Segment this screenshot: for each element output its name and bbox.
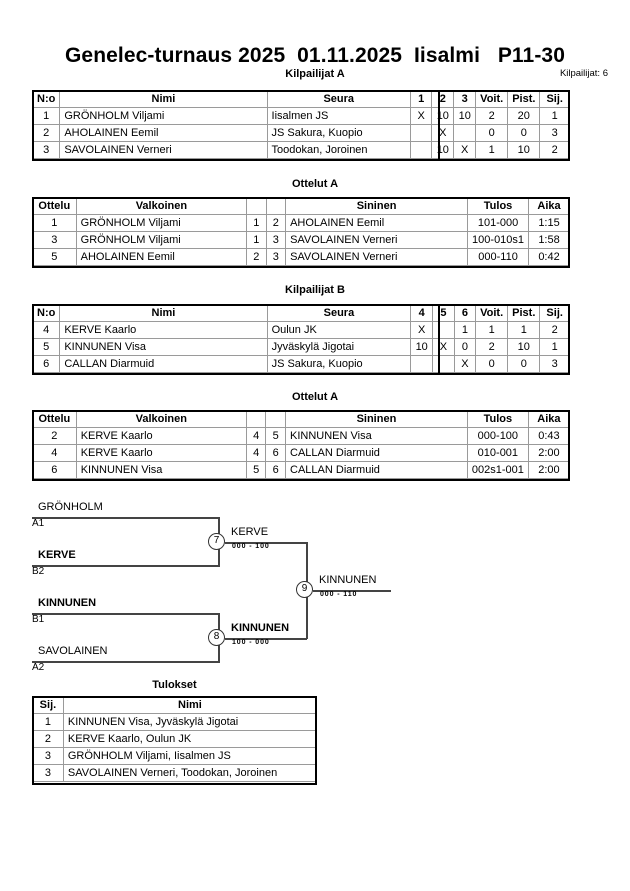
col-header-name: Nimi <box>62 696 318 714</box>
cell-result: 000-100 <box>466 427 529 445</box>
cell-blue-no: 3 <box>265 248 287 266</box>
caption-matches-b: Ottelut A <box>291 391 339 403</box>
table-header-row: Sij.Nimi <box>32 696 318 714</box>
bracket-line-entry-3 <box>32 661 220 663</box>
cell-rank: 3 <box>32 764 64 782</box>
cell-result: 101-000 <box>467 214 530 232</box>
cell-white-player: AHOLAINEN Eemil <box>75 248 248 266</box>
cell-wins: 1 <box>475 141 509 159</box>
bracket-match-number-8: 8 <box>208 629 225 646</box>
bracket-entry-name-1: KERVE <box>38 549 76 561</box>
bracket-match-number-9: 9 <box>296 581 313 598</box>
caption-pool-b: Kilpailijat B <box>285 284 345 296</box>
cell-points: 20 <box>507 107 541 125</box>
bracket-final-winner: KINNUNEN <box>319 574 377 586</box>
bracket-line-final <box>313 590 391 592</box>
bracket-line-semifinal-2 <box>225 638 307 640</box>
entrant-count-label: Kilpailijat: 6 <box>559 68 608 79</box>
cell-club: JS Sakura, Kuopio <box>266 124 411 142</box>
cell-rank: 3 <box>32 747 64 765</box>
cell-time: 0:42 <box>528 248 570 266</box>
cell-result-0 <box>409 141 433 159</box>
cell-rank: 2 <box>32 730 64 748</box>
page-title: Genelec-turnaus 2025 01.11.2025 Iisalmi … <box>65 44 565 67</box>
cell-name: CALLAN Diarmuid <box>59 355 268 373</box>
cell-name: GRÖNHOLM Viljami, Iisalmen JS <box>62 747 318 765</box>
cell-white-player: KERVE Kaarlo <box>75 427 247 445</box>
cell-white-player: GRÖNHOLM Viljami <box>75 214 248 232</box>
cell-points: 10 <box>507 338 541 356</box>
cell-rank: 1 <box>32 713 64 731</box>
cell-points: 10 <box>507 141 541 159</box>
caption-results: Tulokset <box>152 679 197 691</box>
cell-club: JS Sakura, Kuopio <box>266 355 412 373</box>
caption-pool-a: Kilpailijat A <box>285 68 345 80</box>
bracket-entry-name-0: GRÖNHOLM <box>38 501 103 513</box>
pool-a-divider <box>438 90 440 161</box>
bracket-entry-seed-2: B1 <box>32 614 45 625</box>
cell-result: 100-010s1 <box>467 231 530 249</box>
bracket-semifinal-1-winner: KERVE <box>231 526 269 538</box>
cell-blue-player: CALLAN Diarmuid <box>285 461 468 479</box>
cell-name: SAVOLAINEN Verneri <box>59 141 268 159</box>
bracket-final-score: 000 - 110 <box>320 591 358 598</box>
bracket-line-entry-0 <box>32 517 220 519</box>
cell-points: 0 <box>507 124 541 142</box>
bracket-entry-seed-3: A2 <box>32 662 45 673</box>
cell-club: Toodokan, Joroinen <box>266 141 411 159</box>
pool-b-divider <box>438 304 440 375</box>
bracket-entry-name-2: KINNUNEN <box>38 597 97 609</box>
cell-result: 000-110 <box>467 248 530 266</box>
caption-matches-a: Ottelut A <box>291 178 339 190</box>
bracket-entry-seed-0: A1 <box>32 518 45 529</box>
cell-points: 0 <box>507 355 541 373</box>
cell-blue-player: SAVOLAINEN Verneri <box>285 231 469 249</box>
cell-blue-player: KINNUNEN Visa <box>285 427 468 445</box>
cell-name: KERVE Kaarlo, Oulun JK <box>62 730 318 748</box>
bracket-semifinal-2-score: 100 - 000 <box>232 639 270 646</box>
bracket-line-entry-1 <box>32 565 220 567</box>
cell-result-2: X <box>453 355 477 373</box>
cell-blue-no: 2 <box>265 214 287 232</box>
bracket-semifinal-2-winner: KINNUNEN <box>231 622 290 634</box>
bracket-match-number-7: 7 <box>208 533 225 550</box>
bracket-line-entry-2 <box>32 613 220 615</box>
col-header-rank: Sij. <box>32 696 64 714</box>
cell-name: KINNUNEN Visa, Jyväskylä Jigotai <box>62 713 318 731</box>
bracket-entry-seed-1: B2 <box>32 566 45 577</box>
bracket-line-semifinal-1 <box>225 542 307 544</box>
cell-blue-player: SAVOLAINEN Verneri <box>285 248 469 266</box>
cell-name: SAVOLAINEN Verneri, Toodokan, Joroinen <box>62 764 318 782</box>
bracket-semifinal-1-score: 000 - 100 <box>232 543 270 550</box>
cell-white-player: KINNUNEN Visa <box>75 461 247 479</box>
bracket-entry-name-3: SAVOLAINEN <box>38 645 108 657</box>
